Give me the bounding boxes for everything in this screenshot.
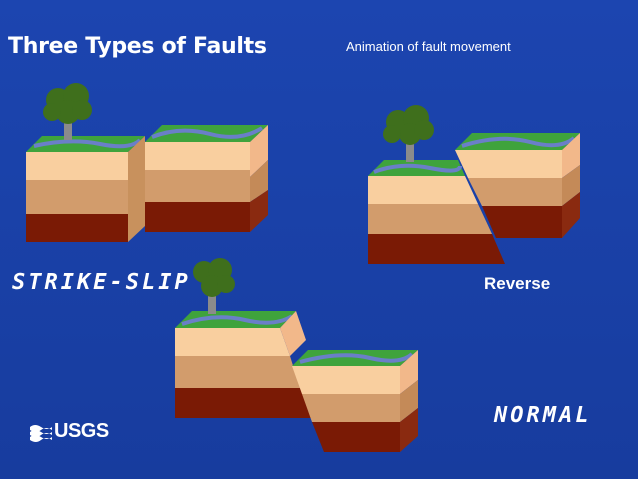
reverse-label: Reverse [484, 274, 551, 293]
strike-slip-label: Strike-Slip [12, 270, 191, 295]
usgs-logo-text: USGS [54, 420, 109, 442]
strike-slip-diagram [26, 83, 268, 242]
normal-hanging-wall [292, 350, 418, 452]
reverse-tree [383, 105, 434, 162]
usgs-wave-icon [30, 424, 52, 442]
normal-footwall [175, 311, 312, 418]
strike-slip-tree [43, 83, 92, 140]
slide-title: Three Types of Faults [8, 34, 267, 59]
normal-tree [193, 258, 235, 314]
strike-slip-left-block [26, 136, 145, 242]
normal-label: Normal [494, 403, 592, 428]
reverse-hanging-wall [455, 133, 580, 238]
normal-fault-diagram [175, 258, 418, 452]
reverse-fault-diagram [368, 105, 580, 264]
reverse-footwall [368, 160, 505, 264]
usgs-logo: USGS [30, 420, 109, 443]
slide-subtitle: Animation of fault movement [346, 39, 511, 54]
strike-slip-right-block [145, 125, 268, 232]
